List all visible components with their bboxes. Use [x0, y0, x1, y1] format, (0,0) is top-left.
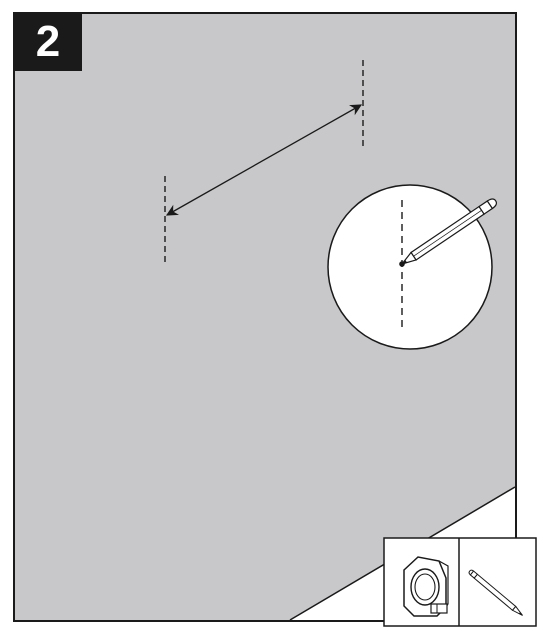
- wall-surface: [15, 14, 515, 620]
- detail-zoom-circle: [327, 184, 498, 350]
- panel-border: [13, 12, 517, 622]
- tools-panel: [383, 537, 537, 627]
- measurement-arrow: [165, 104, 363, 216]
- tape-measure-icon: [403, 556, 449, 617]
- step-number-badge: 2: [14, 13, 82, 71]
- pencil-drawing: [400, 198, 498, 266]
- pencil-icon: [468, 569, 523, 616]
